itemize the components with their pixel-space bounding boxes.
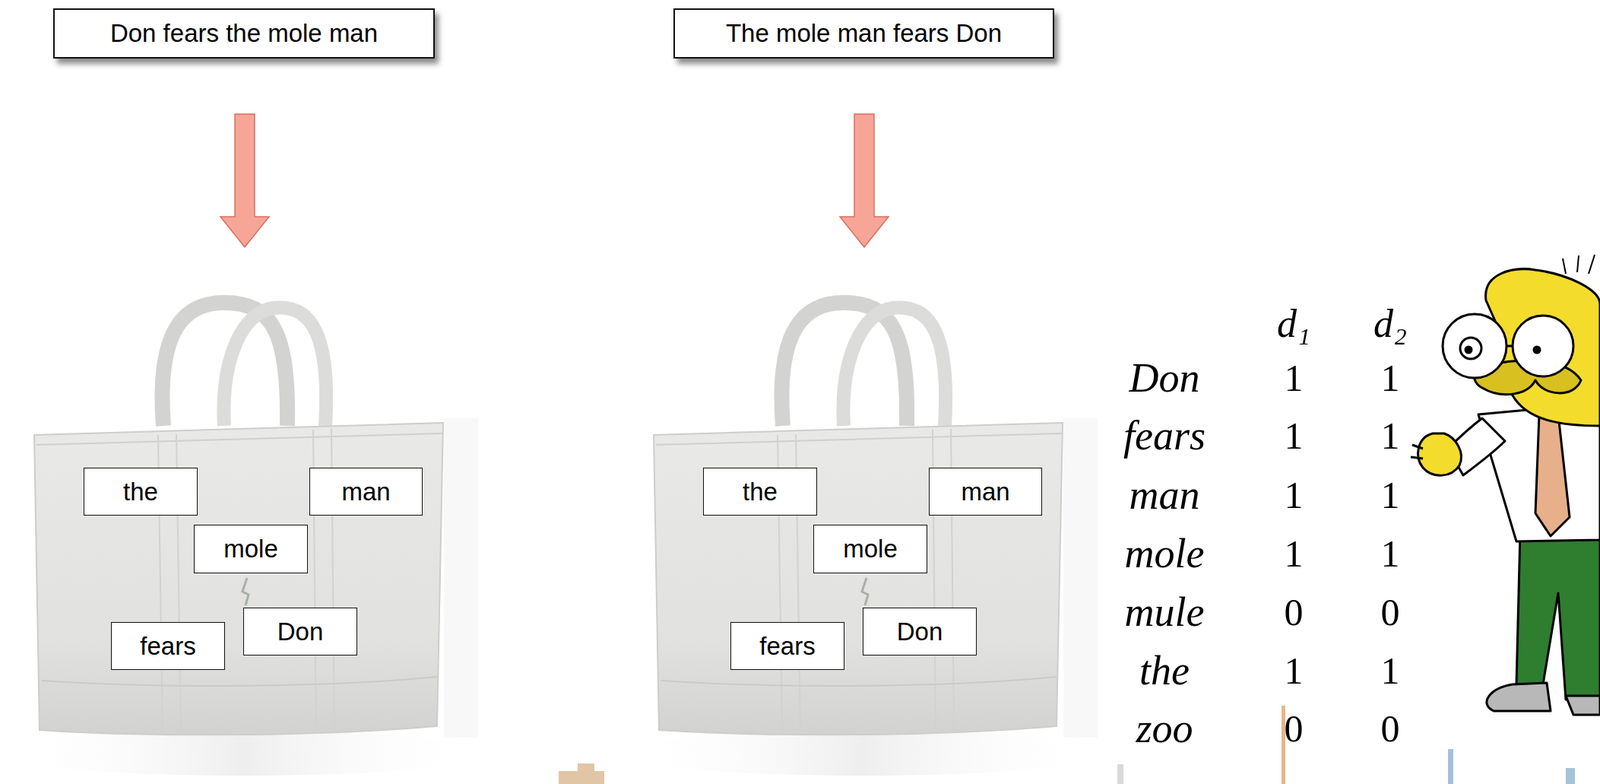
arrow-shape <box>220 114 889 248</box>
table-cell: 1 <box>1284 531 1304 576</box>
node-text: Don <box>277 617 324 647</box>
column-header: d₁ <box>1276 300 1311 346</box>
table-cell: 1 <box>1381 531 1401 576</box>
row-label: mole <box>1124 529 1205 577</box>
node-text: Don fears the mole man <box>110 19 378 48</box>
table-cell: 0 <box>1284 706 1304 751</box>
table-cell: 0 <box>1381 589 1401 634</box>
node-text: the <box>742 477 778 507</box>
node-text: fears <box>759 631 815 661</box>
table-cell: 1 <box>1381 648 1401 693</box>
node-text: the <box>123 477 159 507</box>
row-label: mule <box>1124 588 1205 636</box>
table-cell: 1 <box>1284 355 1304 400</box>
table-cell: 1 <box>1284 472 1304 517</box>
column-header: d₂ <box>1373 300 1407 346</box>
table-cell: 1 <box>1284 648 1304 693</box>
table-cell: 1 <box>1381 355 1401 400</box>
word-box: the <box>83 467 198 516</box>
row-label: man <box>1129 471 1201 519</box>
word-box: Don <box>862 607 977 656</box>
sentence-box: The mole man fears Don <box>673 8 1055 59</box>
node-text: mole <box>223 534 279 564</box>
word-box: fears <box>110 621 225 670</box>
row-label: the <box>1139 646 1190 694</box>
word-box: mole <box>813 524 928 574</box>
word-box: Don <box>243 607 358 656</box>
word-box: mole <box>193 524 308 574</box>
node-text: Don <box>896 617 944 647</box>
table-cell: 1 <box>1284 413 1304 458</box>
table-cell: 0 <box>1381 706 1401 751</box>
tote-bag <box>0 302 487 776</box>
node-text: mole <box>842 534 898 564</box>
word-box: man <box>928 467 1043 516</box>
row-label: zoo <box>1135 704 1193 752</box>
row-label: fears <box>1123 411 1206 460</box>
tote-bag <box>619 302 1106 776</box>
node-text: The mole man fears Don <box>725 19 1002 48</box>
row-label: Don <box>1129 354 1201 402</box>
node-text: man <box>341 477 390 507</box>
word-box: the <box>703 467 818 516</box>
cartoon-character <box>1410 254 1600 715</box>
sentence-box: Don fears the mole man <box>53 8 435 59</box>
word-box: fears <box>730 621 845 670</box>
table-cell: 1 <box>1381 472 1401 517</box>
table-cell: 1 <box>1381 413 1401 458</box>
table-cell: 0 <box>1284 589 1304 634</box>
node-text: fears <box>139 631 196 661</box>
word-box: man <box>309 467 423 516</box>
node-text: man <box>960 477 1010 507</box>
